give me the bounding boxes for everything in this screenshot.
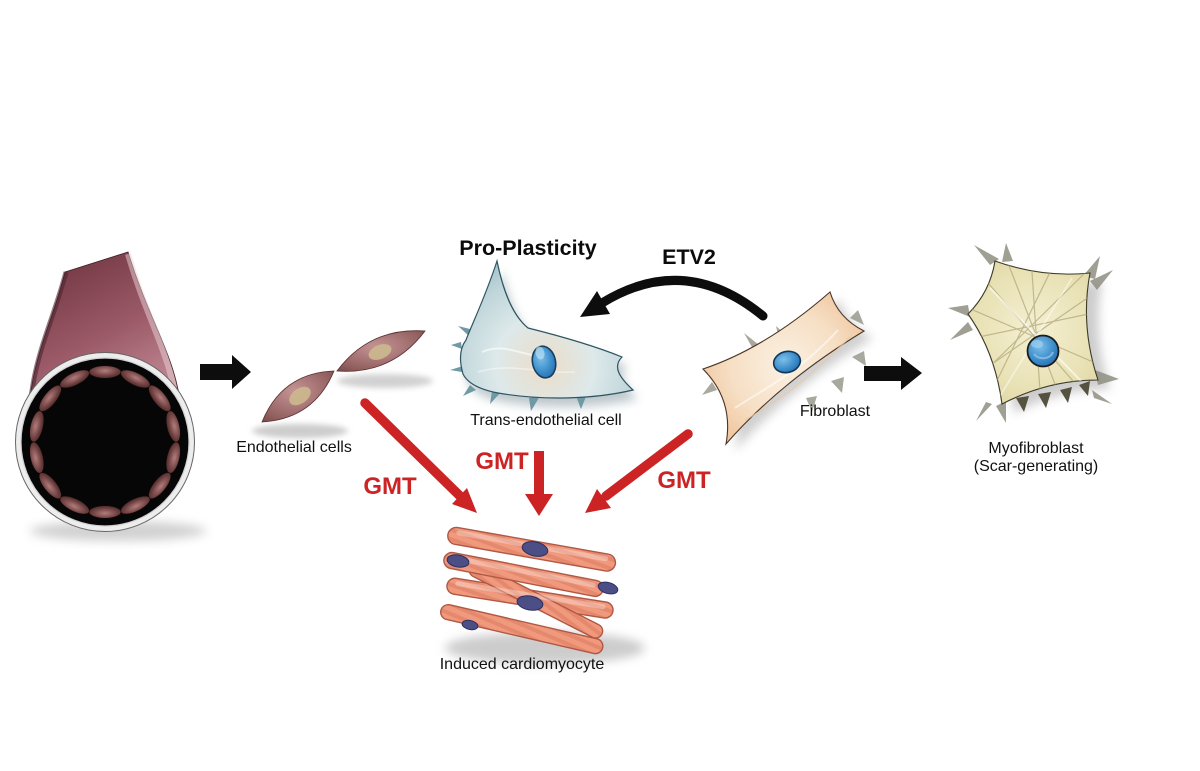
gmt-arrow-right-head	[585, 489, 611, 513]
induced-cardiomyocyte-label: Induced cardiomyocyte	[440, 656, 605, 673]
gmt-label-right: GMT	[657, 467, 711, 494]
myofibroblast-sublabel: (Scar-generating)	[974, 458, 1099, 475]
cell-texture	[477, 367, 576, 373]
arrow-fibroblast-to-myofibroblast-icon	[864, 357, 922, 390]
nucleus-detail	[1033, 351, 1054, 360]
endothelial-cells-label: Endothelial cells	[236, 439, 352, 456]
vessel-lumen	[20, 357, 190, 527]
cell-nucleus	[1026, 334, 1060, 368]
cell-texture	[734, 329, 839, 409]
nucleus-highlight	[535, 346, 545, 360]
blood-vessel-illustration	[15, 251, 206, 541]
gmt-arrow-right-shaft	[601, 429, 693, 501]
gmt-arrow-left-head	[452, 488, 477, 513]
cell-nucleus	[289, 386, 311, 406]
gmt-label-middle: GMT	[475, 448, 529, 475]
endothelial-cells-illustration	[252, 330, 433, 438]
etv2-arrow-shaft	[597, 275, 768, 321]
gmt-label-left: GMT	[363, 473, 417, 500]
myofibroblast-spikes	[948, 243, 1119, 423]
pro-plasticity-label: Pro-Plasticity	[459, 236, 596, 260]
myofibroblast-label: Myofibroblast	[988, 440, 1084, 457]
trans-endothelial-cell-label: Trans-endothelial cell	[470, 412, 621, 429]
nucleus-highlight	[1031, 340, 1043, 348]
etv2-label: ETV2	[662, 245, 716, 269]
etv2-curved-arrow-icon	[580, 275, 768, 321]
myofibroblast-edge-spikes	[1016, 381, 1090, 412]
induced-cardiomyocyte-illustration	[439, 526, 645, 664]
cell-nucleus	[772, 350, 802, 374]
gmt-arrows	[360, 398, 693, 516]
fibroblast-label: Fibroblast	[800, 403, 871, 420]
vessel-endothelium-lining	[29, 365, 181, 519]
arrow-vessel-to-endothelial-icon	[200, 355, 251, 389]
gmt-arrow-left-shaft	[360, 398, 467, 503]
fibroblast-illustration	[702, 291, 873, 451]
cell-nucleus	[368, 344, 392, 360]
cell-texture	[744, 334, 853, 421]
etv2-arrow-head	[580, 291, 610, 317]
endothelial-shadow	[337, 374, 433, 388]
gmt-arrow-middle-head	[525, 494, 553, 516]
cardiomyocyte-nuclei	[446, 541, 619, 631]
myofibroblast-illustration	[948, 243, 1119, 423]
trans-endothelial-cell-illustration	[450, 260, 638, 411]
endothelial-shadow	[252, 424, 348, 438]
